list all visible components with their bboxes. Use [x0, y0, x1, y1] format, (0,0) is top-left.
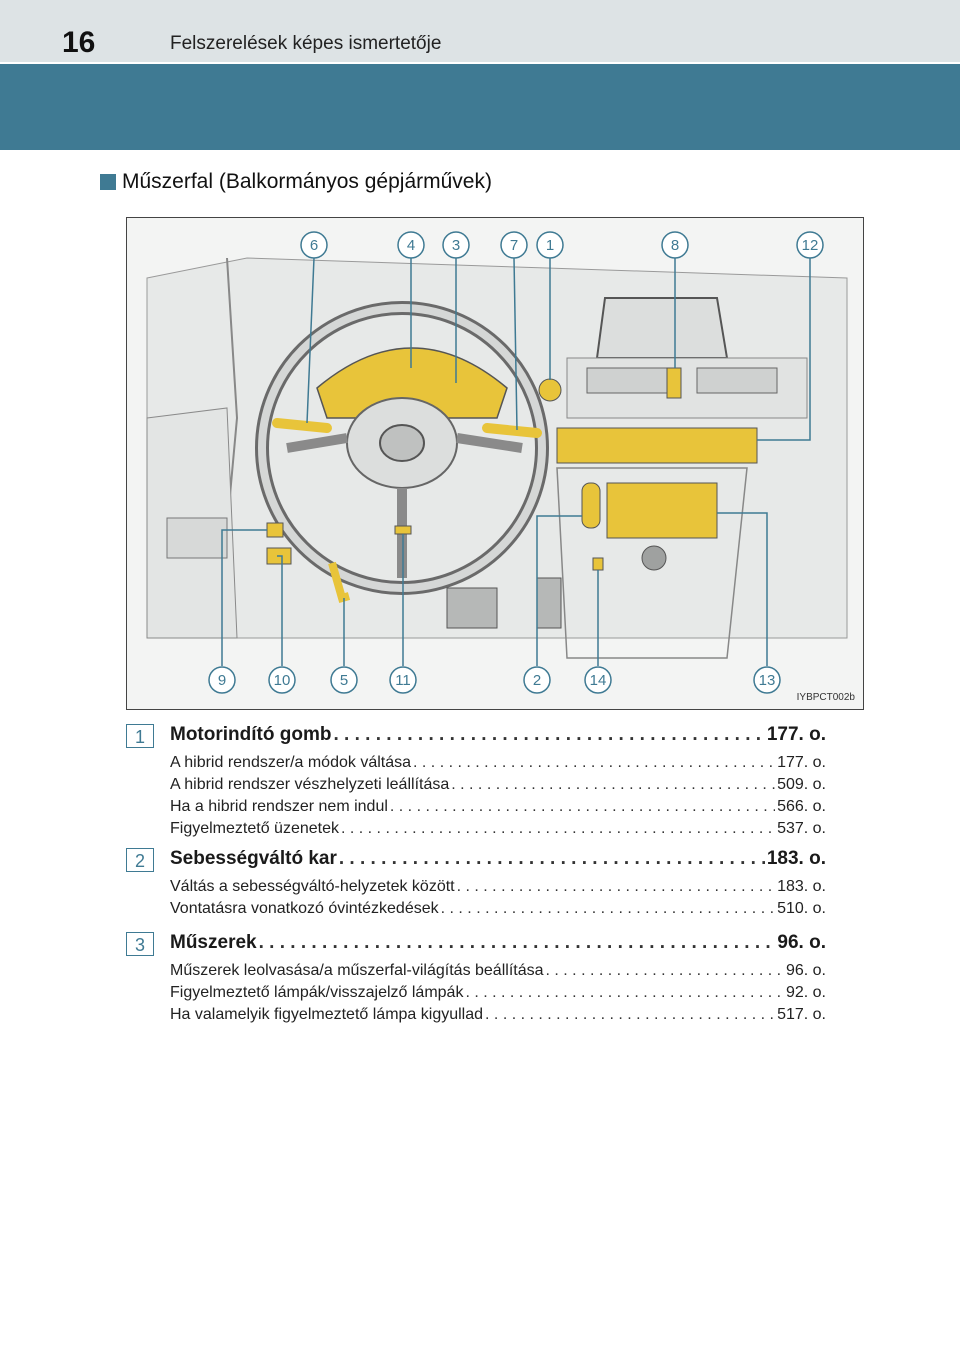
callout-label: 5: [340, 672, 348, 689]
callout-8: [661, 231, 689, 259]
callout-13: [753, 666, 781, 694]
page-number: 16: [62, 26, 96, 59]
callout-14: [584, 666, 612, 694]
callout-label: 10: [274, 672, 291, 689]
callout-label: 8: [671, 237, 679, 254]
entry-number: 1: [126, 724, 154, 748]
dashboard-illustration: 6 4 3 7 1 8 12 9 10 5 11 2 14 13: [127, 218, 863, 709]
callout-9: [208, 666, 236, 694]
section-marker-icon: [100, 174, 116, 190]
section-heading: Műszerfal (Balkormányos gépjárművek): [100, 170, 492, 194]
entry-title: Motorindító gomb: [170, 724, 332, 745]
callout-label: 2: [533, 672, 541, 689]
sub-entry: Ha a hibrid rendszer nem indul566. o.: [170, 798, 826, 816]
callout-label: 9: [218, 672, 226, 689]
sub-entry: Ha valamelyik figyelmeztető lámpa kigyul…: [170, 1006, 826, 1024]
top-callouts: [300, 231, 824, 259]
sub-entry: Váltás a sebességváltó-helyzetek között1…: [170, 878, 826, 896]
callout-7: [500, 231, 528, 259]
callout-10: [268, 666, 296, 694]
entry-page: 177. o.: [766, 724, 826, 745]
entry-number: 2: [126, 848, 154, 872]
callout-label: 1: [546, 237, 554, 254]
entry-page: 96. o.: [777, 932, 826, 953]
entry-title: Műszerek: [170, 932, 257, 953]
callout-12: [796, 231, 824, 259]
bottom-callouts: [208, 666, 781, 694]
entry-title-row: Műszerek 96. o.: [170, 932, 826, 954]
sub-entry: Figyelmeztető üzenetek537. o.: [170, 820, 826, 838]
callout-label: 4: [407, 237, 415, 254]
sub-entry: A hibrid rendszer vészhelyzeti leállítás…: [170, 776, 826, 794]
header-bar: 16 Felszerelések képes ismertetője: [0, 0, 960, 62]
header-band: [0, 64, 960, 150]
callout-3: [442, 231, 470, 259]
sub-entry: Figyelmeztető lámpák/visszajelző lámpák9…: [170, 984, 826, 1002]
entry-number: 3: [126, 932, 154, 956]
callout-2: [523, 666, 551, 694]
entry-title: Sebességváltó kar: [170, 848, 337, 869]
callout-label: 7: [510, 237, 518, 254]
callout-label: 11: [395, 672, 411, 689]
callout-5: [330, 666, 358, 694]
figure-code: IYBPCT002b: [796, 692, 855, 703]
sub-entry: A hibrid rendszer/a módok váltása177. o.: [170, 754, 826, 772]
section-title: Műszerfal (Balkormányos gépjárművek): [122, 170, 492, 193]
callout-label: 14: [590, 672, 607, 689]
entry-title-row: Sebességváltó kar 183. o.: [170, 848, 826, 870]
callout-11: [389, 666, 417, 694]
callout-label: 3: [452, 237, 460, 254]
sub-entry: Műszerek leolvasása/a műszerfal-világítá…: [170, 962, 826, 980]
callout-label: 6: [310, 237, 318, 254]
callout-4: [397, 231, 425, 259]
sub-entry: Vontatásra vonatkozó óvintézkedések510. …: [170, 900, 826, 918]
dashboard-figure: 6 4 3 7 1 8 12 9 10 5 11 2 14 13 IYBPCT0…: [126, 217, 864, 710]
callout-label: 13: [759, 672, 776, 689]
entry-title-row: Motorindító gomb 177. o.: [170, 724, 826, 746]
entry-page: 183. o.: [766, 848, 826, 869]
callout-6: [300, 231, 328, 259]
callout-label: 12: [802, 237, 819, 254]
callout-1: [536, 231, 564, 259]
chapter-title: Felszerelések képes ismertetője: [170, 33, 442, 54]
